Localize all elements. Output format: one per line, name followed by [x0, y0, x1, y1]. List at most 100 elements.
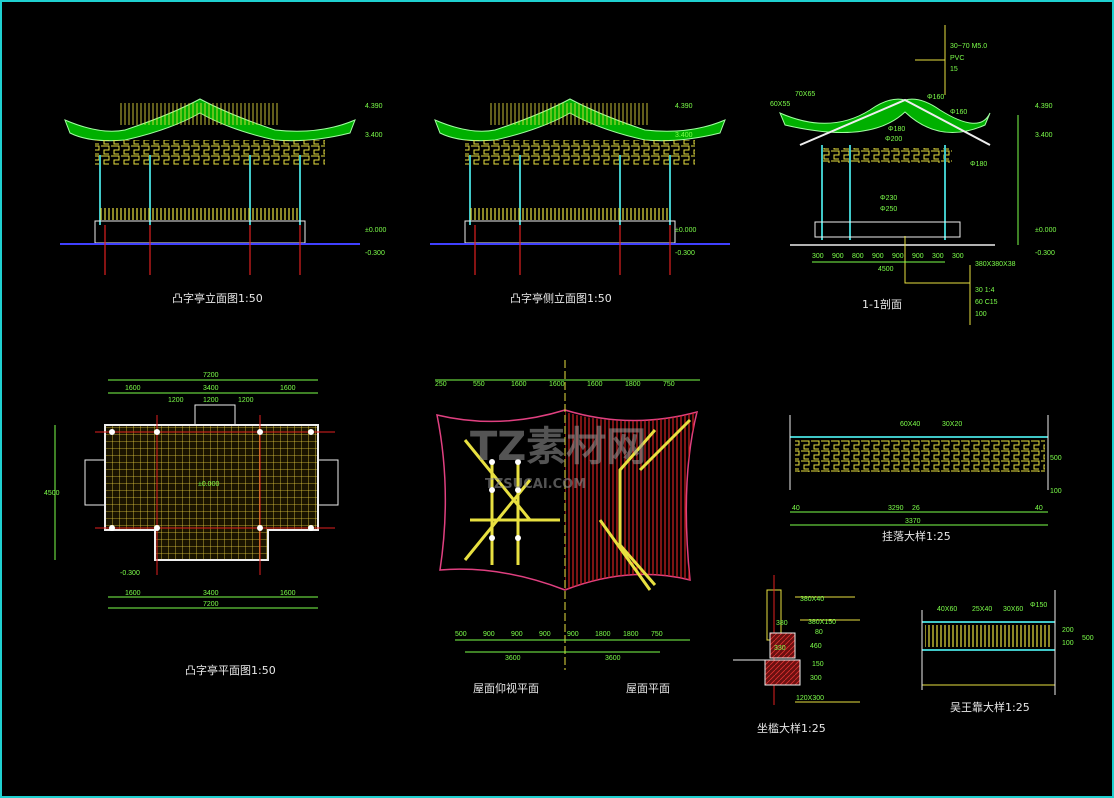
- level-ground: ±0.000: [1035, 227, 1056, 234]
- beam-note: Φ200: [885, 136, 902, 143]
- section-title: 1-1剖面: [862, 297, 902, 311]
- hanging-dim: 40: [792, 505, 800, 512]
- dimension-label: 3600: [605, 655, 621, 662]
- backrest-note: 30X60: [1003, 606, 1023, 613]
- hanging-dim: 100: [1050, 488, 1062, 495]
- dimension-label: 300: [812, 253, 824, 260]
- section-bottom-dims: 300 900 800 900 900 900 300 300: [812, 253, 964, 260]
- dimension-label: 750: [651, 631, 663, 638]
- hanging-detail: 60X40 30X20 3290 26 3370 40 40 500 100 挂…: [789, 415, 1062, 543]
- dimension-label: 550: [473, 381, 485, 388]
- level-base: -0.300: [365, 250, 385, 257]
- seat-dim: 300: [810, 675, 822, 682]
- level-base: -0.300: [675, 250, 695, 257]
- plan-dim: 3400: [203, 385, 219, 392]
- plan-dim: 1600: [280, 385, 296, 392]
- dimension-label: 750: [663, 381, 675, 388]
- dimension-label: 900: [511, 631, 523, 638]
- plan-dim: 4500: [44, 490, 60, 497]
- backrest-note: 40X60: [937, 606, 957, 613]
- plan-dim: 1600: [125, 385, 141, 392]
- level-top: 4.390: [365, 103, 383, 110]
- plan-dim: 3400: [203, 590, 219, 597]
- seat-note: 380X150: [808, 619, 836, 626]
- floor-layer-note: 100: [975, 311, 987, 318]
- total-dim: 4500: [878, 266, 894, 273]
- level-base: -0.300: [1035, 250, 1055, 257]
- plan-level: ±0.000: [198, 481, 219, 488]
- watermark-logo: TZ素材网: [470, 424, 646, 470]
- section-annotations: 30~70 M5.0 PVC 15 70X65 60X55 Φ160 Φ160 …: [770, 43, 1056, 318]
- seat-title: 坐槛大样1:25: [757, 721, 826, 735]
- column-note: Φ250: [880, 206, 897, 213]
- front-elevation-title: 凸字亭立面图1:50: [172, 291, 263, 305]
- hanging-dim: 3290: [888, 505, 904, 512]
- dimension-label: 300: [932, 253, 944, 260]
- dimension-label: 300: [952, 253, 964, 260]
- lintel-note: Φ180: [970, 161, 987, 168]
- dimension-label: 900: [832, 253, 844, 260]
- backrest-title: 吴王靠大样1:25: [950, 700, 1030, 714]
- roof-dims: 250 550 1600 1600 1600 1800 750 500 900 900 900 900…: [435, 381, 675, 662]
- dimension-label: 800: [852, 253, 864, 260]
- roof-under-title: 屋面仰视平面: [473, 681, 539, 695]
- rafter-note: 60X55: [770, 101, 790, 108]
- dimension-label: 3600: [505, 655, 521, 662]
- plan-title: 凸字亭平面图1:50: [185, 663, 276, 677]
- hanging-note: 30X20: [942, 421, 962, 428]
- level-top: 4.390: [675, 103, 693, 110]
- ridge-note: Φ160: [927, 94, 944, 101]
- dimension-label: 1600: [587, 381, 603, 388]
- dimension-label: 900: [483, 631, 495, 638]
- floor-layer-note: 30 1:4: [975, 287, 995, 294]
- dimension-label: 1600: [511, 381, 527, 388]
- plan-dim: 1200: [203, 397, 219, 404]
- level-ground: ±0.000: [675, 227, 696, 234]
- floor-layer-note: 60 C15: [975, 299, 998, 306]
- backrest-dim: 100: [1062, 640, 1074, 647]
- dimension-label: 1600: [549, 381, 565, 388]
- hanging-dim: 26: [912, 505, 920, 512]
- backrest-note: Φ150: [1030, 602, 1047, 609]
- beam-note: Φ180: [888, 126, 905, 133]
- dimension-label: 900: [872, 253, 884, 260]
- column-note: Φ230: [880, 195, 897, 202]
- plan-dim: 1600: [280, 590, 296, 597]
- level-eave: 3.400: [1035, 132, 1053, 139]
- plan-dim: 1200: [168, 397, 184, 404]
- seat-dim: 150: [812, 661, 824, 668]
- dimension-label: 900: [912, 253, 924, 260]
- dimension-label: 250: [435, 381, 447, 388]
- dimension-label: 1800: [625, 381, 641, 388]
- plan-total-dim: 7200: [203, 601, 219, 608]
- dimension-label: 900: [892, 253, 904, 260]
- seat-dim: 380: [776, 620, 788, 627]
- purlin-note: Φ160: [950, 109, 967, 116]
- plan-dim: 1600: [125, 590, 141, 597]
- seat-note: 120X300: [796, 695, 824, 702]
- seat-note: 380X40: [800, 596, 824, 603]
- rafter-note: 70X65: [795, 91, 815, 98]
- roof-layer-note: PVC: [950, 55, 964, 62]
- plan-total-dim: 7200: [203, 372, 219, 379]
- seat-detail: 380X40 380X150 120X300 380 330 460 150 3…: [733, 575, 860, 735]
- hanging-dim: 40: [1035, 505, 1043, 512]
- level-eave: 3.400: [675, 132, 693, 139]
- floor-layer-note: 380X380X38: [975, 261, 1016, 268]
- seat-dim: 460: [810, 643, 822, 650]
- hanging-dim: 500: [1050, 455, 1062, 462]
- level-top: 4.390: [1035, 103, 1053, 110]
- backrest-detail: 40X60 25X40 30X60 Φ150 200 100 500 吴王靠大样…: [921, 590, 1094, 714]
- plan-dim: 1200: [238, 397, 254, 404]
- dimension-label: 500: [455, 631, 467, 638]
- dimension-label: 900: [567, 631, 579, 638]
- level-eave: 3.400: [365, 132, 383, 139]
- roof-layer-note: 30~70 M5.0: [950, 43, 987, 50]
- dimension-label: 900: [539, 631, 551, 638]
- roof-plans: 250 550 1600 1600 1600 1800 750 500 900 900 900 900…: [435, 360, 700, 695]
- roof-layer-note: 15: [950, 66, 958, 73]
- backrest-note: 25X40: [972, 606, 992, 613]
- seat-dim: 80: [815, 629, 823, 636]
